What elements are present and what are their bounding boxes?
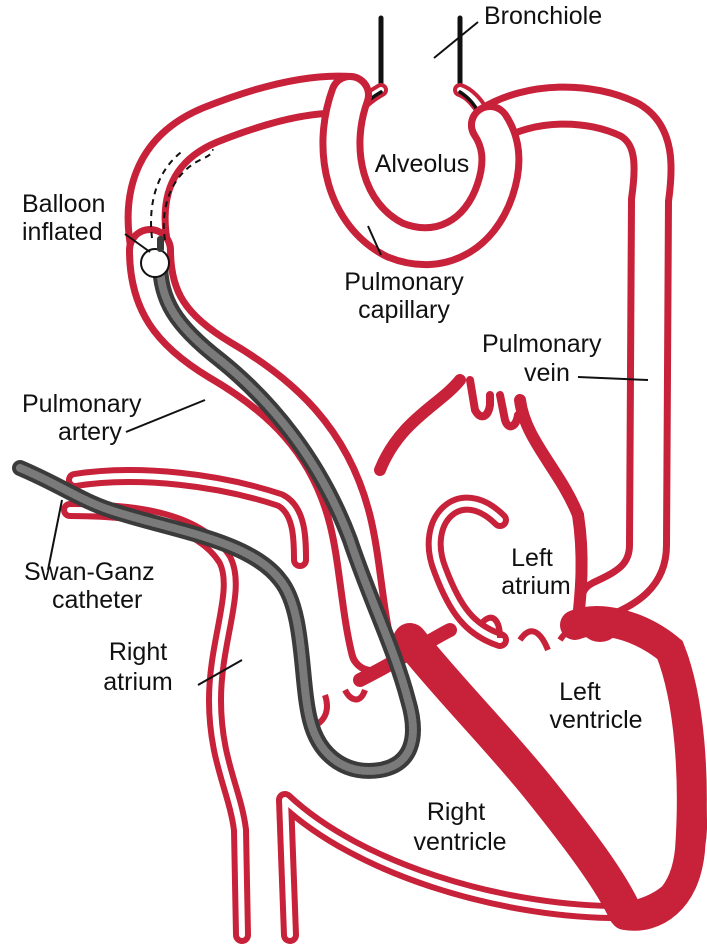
- label-swan-ganz-line1: Swan-Ganz: [24, 558, 155, 586]
- label-left-atrium-line2: atrium: [501, 572, 570, 600]
- label-pulmonary-capillary-line1: Pulmonary: [344, 268, 464, 296]
- label-right-ventricle-line1: Right: [427, 798, 485, 826]
- label-bronchiole: Bronchiole: [484, 2, 602, 30]
- label-pulmonary-capillary-line2: capillary: [358, 296, 450, 324]
- label-right-atrium-line1: Right: [109, 638, 167, 666]
- label-pulmonary-vein-line1: Pulmonary: [482, 330, 602, 358]
- label-right-ventricle-line2: ventricle: [413, 828, 506, 856]
- label-balloon-line1: Balloon: [22, 190, 105, 218]
- label-left-atrium-line1: Left: [511, 544, 553, 572]
- bronchiole: [381, 18, 460, 92]
- label-swan-ganz-line2: catheter: [52, 586, 142, 614]
- label-balloon-line2: inflated: [22, 218, 103, 246]
- label-alveolus: Alveolus: [375, 150, 470, 178]
- label-pulmonary-artery-line2: artery: [58, 418, 122, 446]
- label-pulmonary-artery-line1: Pulmonary: [22, 390, 142, 418]
- leader-bronchiole: [434, 22, 478, 58]
- label-pulmonary-vein-line2: vein: [524, 359, 570, 387]
- label-left-ventricle-line1: Left: [559, 678, 601, 706]
- label-left-ventricle-line2: ventricle: [549, 706, 642, 734]
- label-right-atrium-line2: atrium: [103, 668, 172, 696]
